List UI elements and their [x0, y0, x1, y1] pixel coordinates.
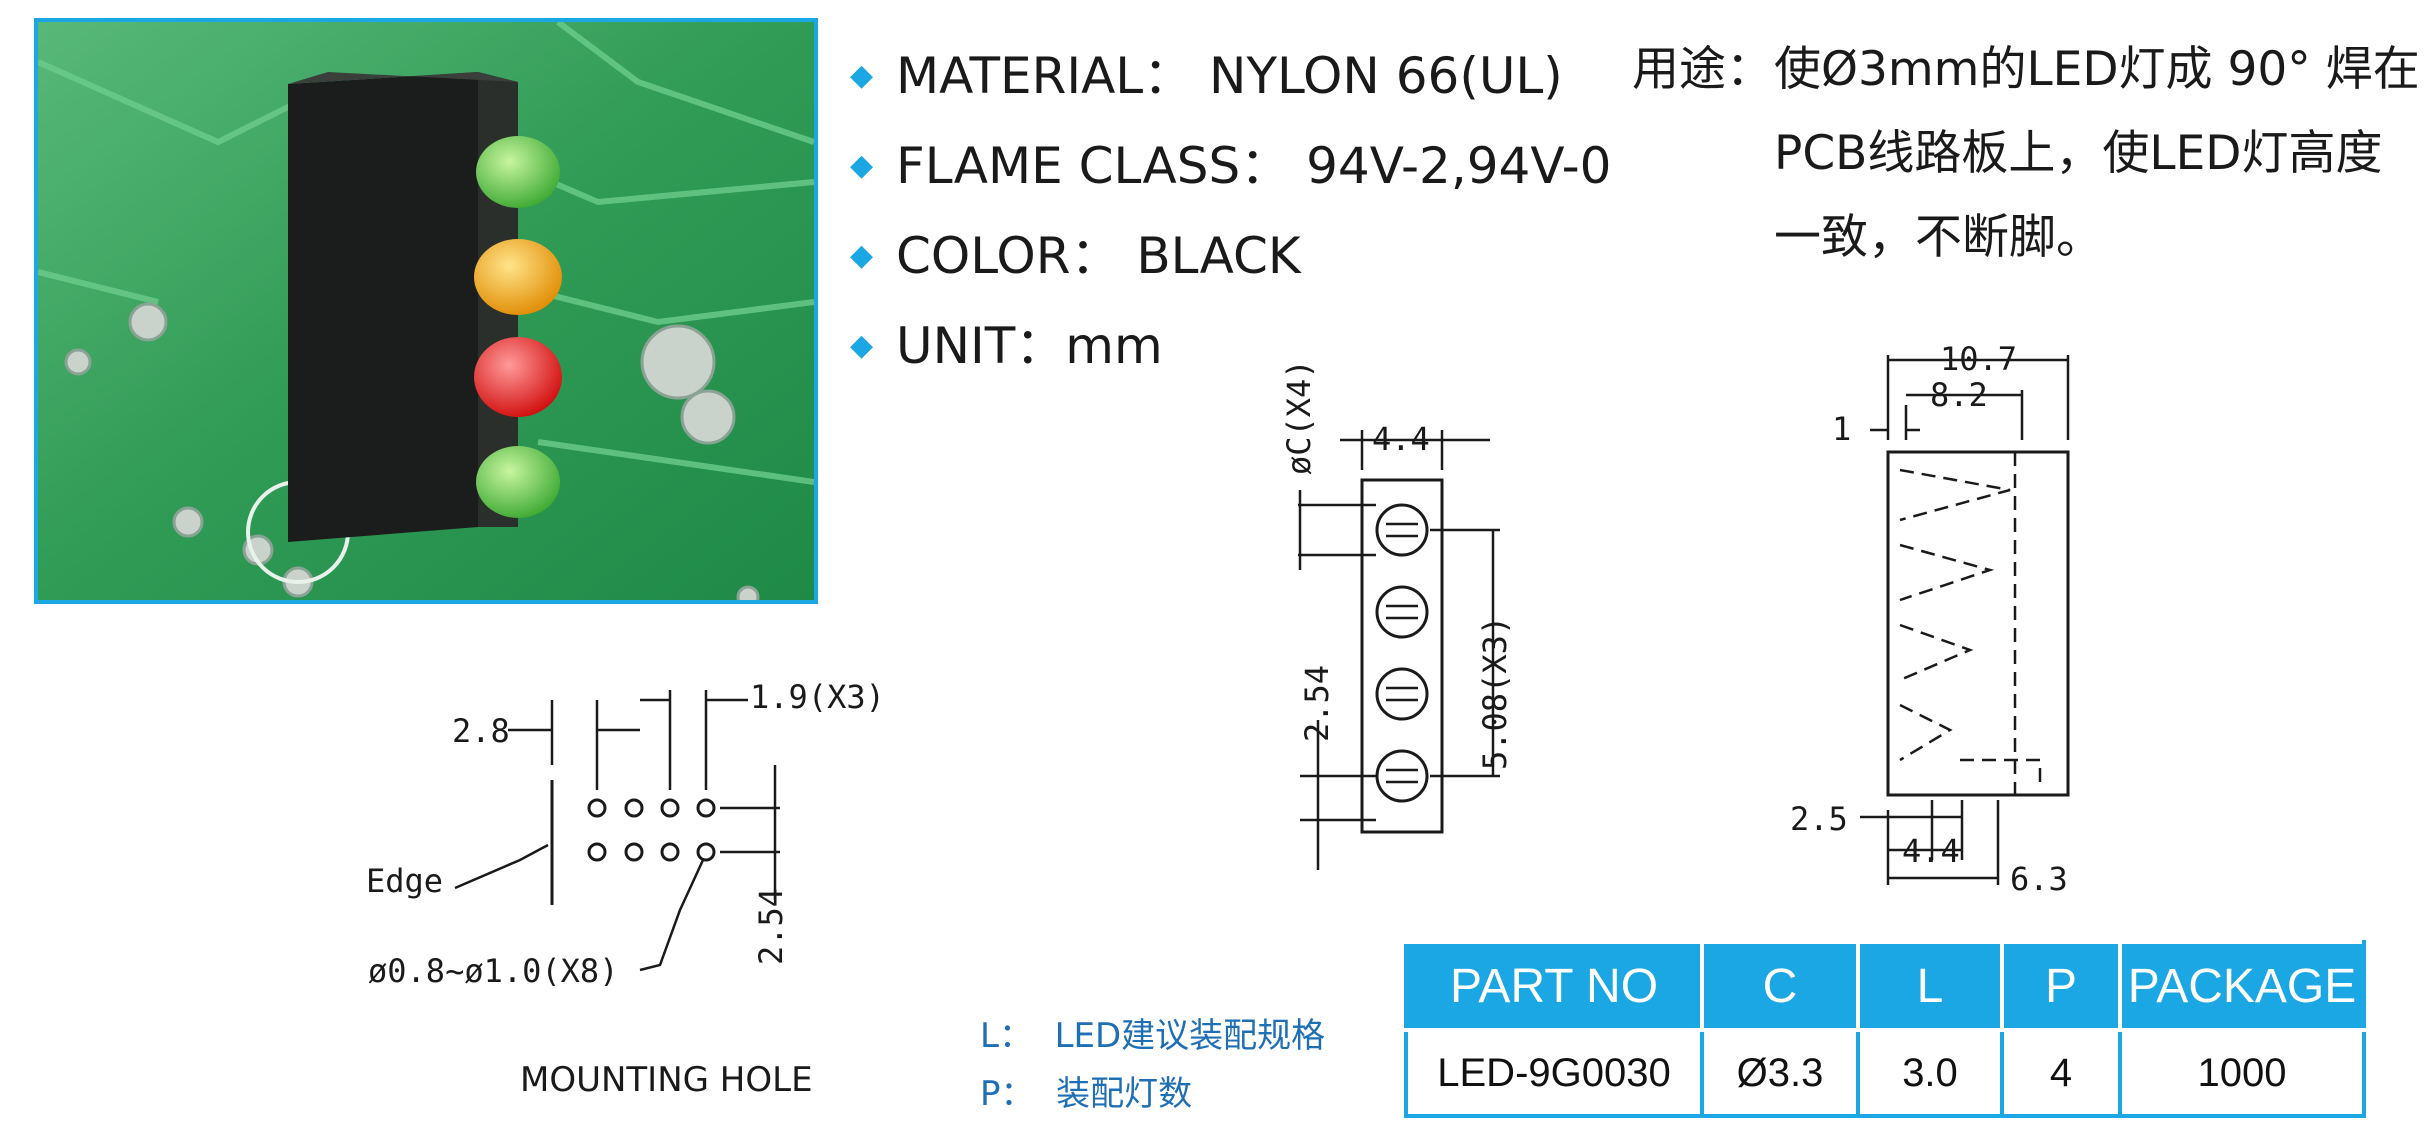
part-table: PART NO C L P PACKAGE LED-9G0030 Ø3.3 3.… — [1404, 940, 2366, 1118]
table-cell: 1000 — [2118, 1028, 2366, 1118]
dim-5-08-x3: 5.08(X3) — [1476, 615, 1514, 770]
table-header-cell: P — [2000, 940, 2122, 1032]
dim-4-4-front: 4.4 — [1372, 420, 1430, 458]
spec-unit: ◆UNIT：mm — [850, 317, 1163, 375]
dim-8-2: 8.2 — [1930, 376, 1988, 414]
table-header-cell: PART NO — [1404, 940, 1704, 1032]
diamond-bullet-icon: ◆ — [850, 148, 874, 183]
table-cell: LED-9G0030 — [1404, 1028, 1704, 1118]
dim-1: 1 — [1832, 410, 1852, 448]
dim-c-x4: øC(X4) — [1280, 359, 1318, 475]
table-header-cell: C — [1700, 940, 1860, 1032]
table-cell: 4 — [2000, 1028, 2122, 1118]
spec-color: ◆COLOR： BLACK — [850, 227, 1301, 285]
table-cell: Ø3.3 — [1700, 1028, 1860, 1118]
mounting-hole-title: MOUNTING HOLE — [520, 1060, 813, 1100]
dim-2-5: 2.5 — [1790, 800, 1848, 838]
usage-text: 使Ø3mm的LED灯成 90° 焊在PCB线路板上，使LED灯高度一致，不断脚。 — [1774, 42, 2420, 265]
legend-l: L： LED建议装配规格 — [980, 1016, 1326, 1056]
front-view-drawing — [1298, 430, 1500, 870]
dim-2-54-front: 2.54 — [1298, 664, 1336, 742]
usage-label: 用途： — [1632, 42, 1773, 97]
spec-flame-class: ◆FLAME CLASS： 94V-2,94V-0 — [850, 137, 1612, 195]
hole-diameter-label: ø0.8~ø1.0(X8) — [368, 952, 619, 990]
dim-6-3: 6.3 — [2010, 860, 2068, 898]
side-view-drawing — [1860, 355, 2070, 885]
mounting-hole-pattern — [454, 690, 780, 972]
table-header-cell: L — [1856, 940, 2004, 1032]
table-row: LED-9G0030 Ø3.3 3.0 4 1000 — [1404, 1028, 2366, 1118]
edge-label: Edge — [366, 862, 444, 900]
spec-material: ◆MATERIAL： NYLON 66(UL) — [850, 47, 1563, 105]
dim-1-9-x3: 1.9(X3) — [750, 678, 885, 716]
product-photo — [34, 18, 818, 604]
table-cell: 3.0 — [1856, 1028, 2004, 1118]
dim-10-7: 10.7 — [1940, 340, 2018, 378]
diamond-bullet-icon: ◆ — [850, 58, 874, 93]
dim-2-54-mount: 2.54 — [752, 887, 790, 965]
legend-p: P： 装配灯数 — [980, 1074, 1193, 1114]
diamond-bullet-icon: ◆ — [850, 238, 874, 273]
dim-2-8: 2.8 — [452, 712, 510, 750]
diamond-bullet-icon: ◆ — [850, 328, 874, 363]
table-header-row: PART NO C L P PACKAGE — [1404, 940, 2366, 1032]
dim-4-4-side: 4.4 — [1902, 832, 1960, 870]
table-header-cell: PACKAGE — [2118, 940, 2366, 1032]
